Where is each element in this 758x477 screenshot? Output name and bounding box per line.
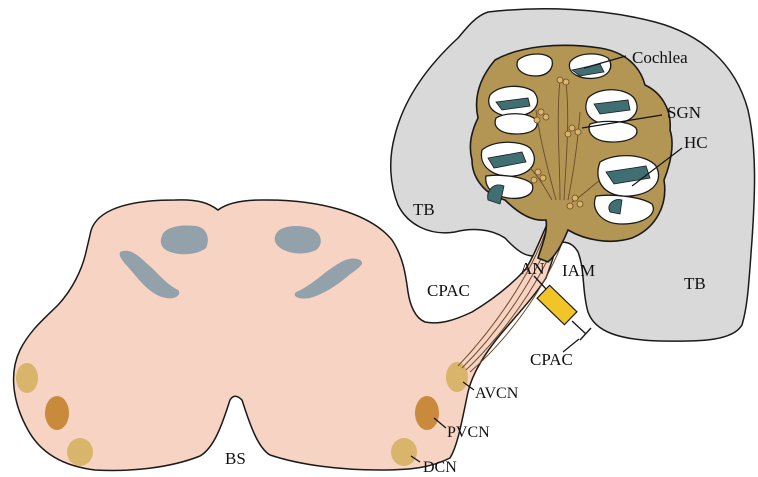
label-tb-left: TB — [413, 200, 435, 219]
label-avcn: AVCN — [475, 385, 519, 402]
avcn-nucleus — [446, 362, 468, 392]
cpac-electrode — [534, 276, 591, 340]
label-cpac-upper: CPAC — [427, 281, 470, 300]
gray-matter-left-upper — [161, 225, 208, 254]
label-hc: HC — [684, 133, 708, 152]
dcn-nucleus — [391, 438, 417, 466]
label-bs: BS — [225, 449, 246, 468]
nucleus-left-top — [16, 363, 38, 393]
label-cochlea: Cochlea — [632, 48, 688, 67]
label-dcn: DCN — [423, 459, 457, 476]
label-pvcn: PVCN — [447, 424, 490, 441]
label-an: AN — [520, 259, 545, 278]
label-cpac-lower: CPAC — [530, 350, 573, 369]
label-iam: IAM — [562, 261, 595, 280]
label-sgn: SGN — [667, 103, 701, 122]
pvcn-nucleus — [415, 396, 439, 430]
label-tb-right: TB — [684, 274, 706, 293]
nucleus-left-bottom — [67, 438, 93, 466]
nucleus-left-mid — [45, 396, 69, 430]
